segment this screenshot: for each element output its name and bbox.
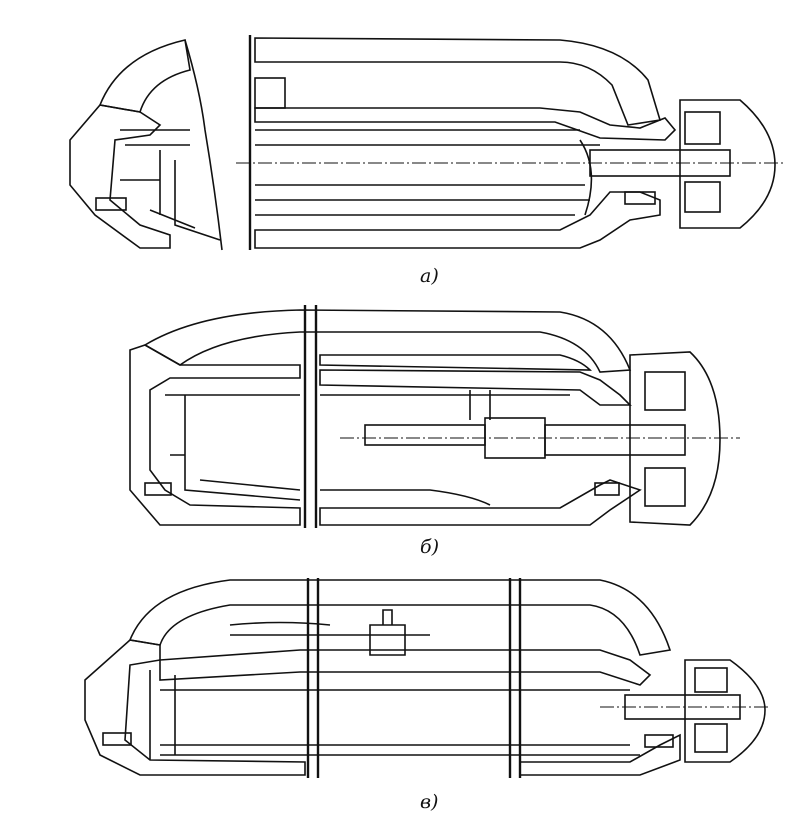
view-a-tube-lines <box>255 129 600 216</box>
view-b-left-housing <box>129 344 301 526</box>
view-v-right-gasket <box>644 734 674 748</box>
view-a-left-inner <box>120 129 221 241</box>
view-a-nut-insert-top <box>684 111 721 145</box>
view-b-inner-lines <box>320 390 570 506</box>
view-a: а) <box>69 35 785 287</box>
view-b-right-housing <box>319 479 642 526</box>
view-b-top-housing <box>319 369 632 406</box>
view-b-right-gasket <box>594 482 620 496</box>
view-b-nut-insert-top <box>644 371 686 411</box>
view-v-top-housing <box>159 649 652 686</box>
view-a-left-break <box>184 39 223 251</box>
view-a-clip <box>254 77 286 109</box>
view-v-inner-lines <box>149 621 640 760</box>
view-a-bottom-housing <box>254 191 661 249</box>
view-b-nut <box>629 351 721 526</box>
view-a-left-housing <box>69 104 171 249</box>
view-a-top-housing <box>254 107 677 141</box>
view-b-stud <box>544 424 686 456</box>
view-b-left-gasket <box>144 482 172 496</box>
caption-b: б) <box>420 536 439 558</box>
view-b-top-strip <box>319 354 592 371</box>
view-b: б) <box>129 305 740 558</box>
view-v-nut-insert-top <box>694 667 728 693</box>
view-b-glass-cover <box>143 309 632 373</box>
view-v-nut-insert-bottom <box>694 723 728 753</box>
view-a-left-gasket <box>95 197 127 211</box>
view-v-left-gasket <box>102 732 132 746</box>
view-v-center-fitting <box>369 609 406 656</box>
view-a-left-glass <box>98 39 191 113</box>
view-a-glass-cover <box>254 37 662 126</box>
view-v: в) <box>84 578 770 813</box>
view-v-right-housing <box>519 733 681 776</box>
view-b-shaft <box>364 424 486 446</box>
view-b-left-inner <box>165 394 301 501</box>
view-b-nut-insert-bottom <box>644 467 686 507</box>
caption-a: а) <box>420 265 439 287</box>
view-a-nut-insert-bottom <box>684 181 721 213</box>
caption-v: в) <box>420 791 438 813</box>
view-v-nut <box>684 659 766 763</box>
view-v-glass-cover <box>128 579 672 656</box>
view-a-nut <box>679 99 776 229</box>
view-a-gasket-right <box>624 191 656 205</box>
